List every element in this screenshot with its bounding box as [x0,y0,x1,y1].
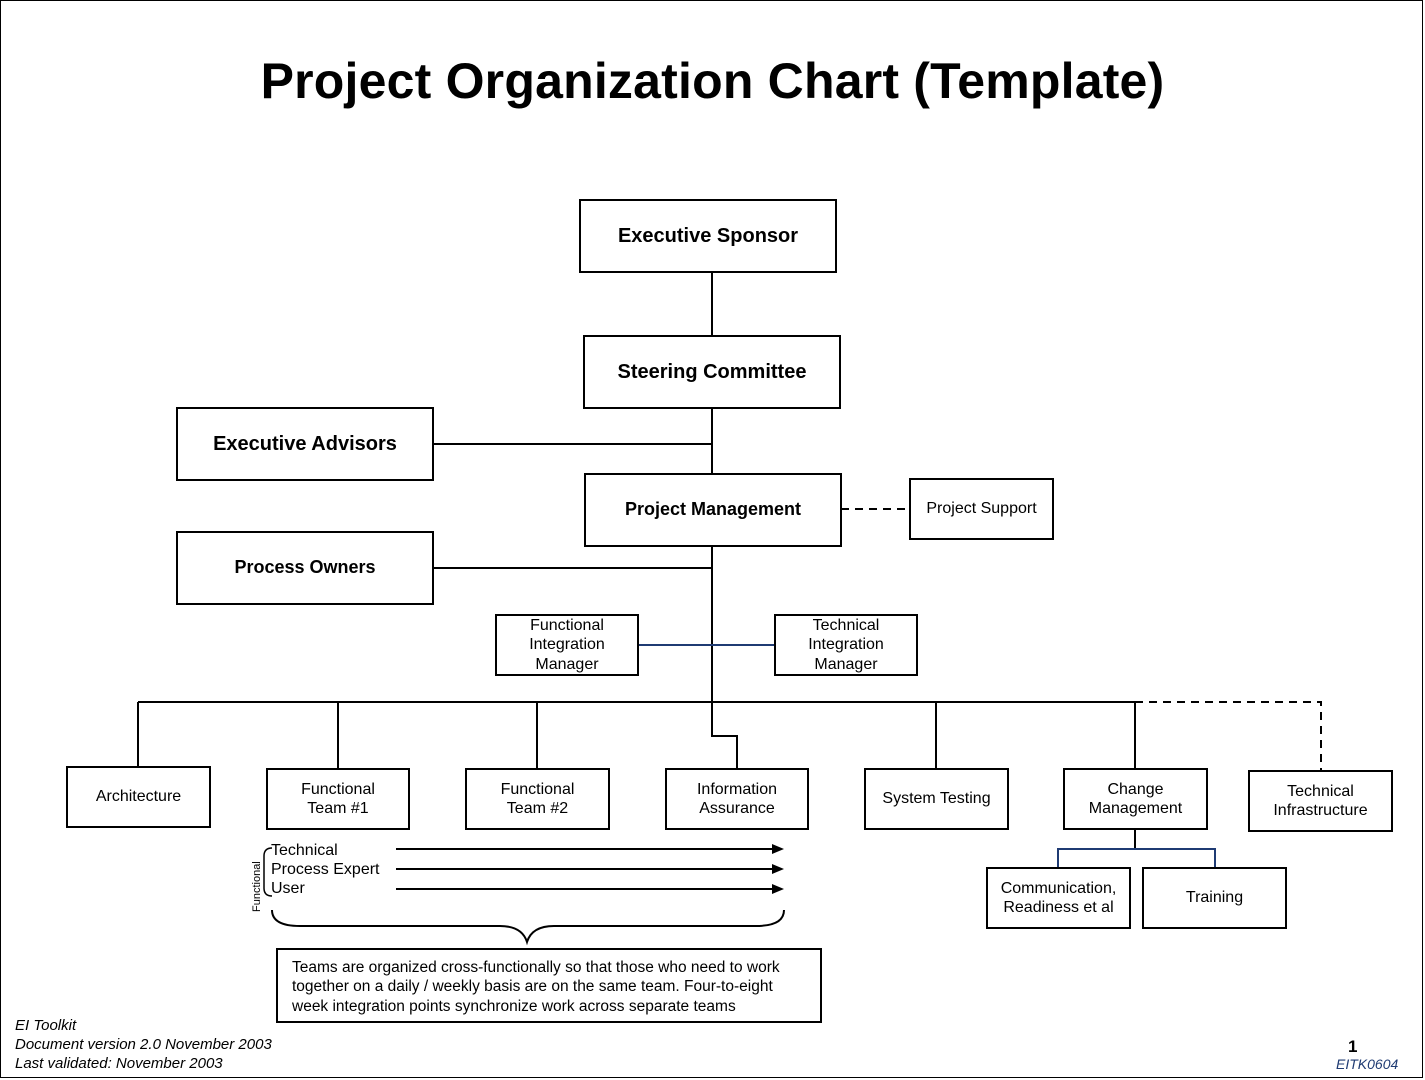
functional-vertical-label: Functional [251,861,263,912]
footer-last-validated: Last validated: November 2003 [15,1055,223,1072]
change-management-box: Change Management [1063,768,1208,830]
technical-infrastructure-box: Technical Infrastructure [1248,770,1393,832]
functional-team-1-box: Functional Team #1 [266,768,410,830]
process-owners-box: Process Owners [176,531,434,605]
footer-document-version: Document version 2.0 November 2003 [15,1036,272,1053]
system-testing-box: System Testing [864,768,1009,830]
project-support-box: Project Support [909,478,1054,540]
functional-team-2-box: Functional Team #2 [465,768,610,830]
training-box: Training [1142,867,1287,929]
architecture-box: Architecture [66,766,211,828]
role-user: User [271,880,305,897]
page-title: Project Organization Chart (Template) [260,53,1165,109]
project-management-box: Project Management [584,473,842,547]
footer-toolkit: EI Toolkit [15,1017,77,1034]
technical-integration-manager-box: Technical Integration Manager [774,614,918,676]
page-number: 1 [1348,1037,1358,1056]
role-process-expert: Process Expert [271,861,380,878]
cross-functional-note: Teams are organized cross-functionally s… [276,948,822,1023]
executive-advisors-box: Executive Advisors [176,407,434,481]
information-assurance-box: Information Assurance [665,768,809,830]
communication-readiness-box: Communication, Readiness et al [986,867,1131,929]
functional-integration-manager-box: Functional Integration Manager [495,614,639,676]
executive-sponsor-box: Executive Sponsor [579,199,837,273]
document-code: EITK0604 [1336,1056,1399,1072]
steering-committee-box: Steering Committee [583,335,841,409]
role-technical: Technical [271,842,338,859]
